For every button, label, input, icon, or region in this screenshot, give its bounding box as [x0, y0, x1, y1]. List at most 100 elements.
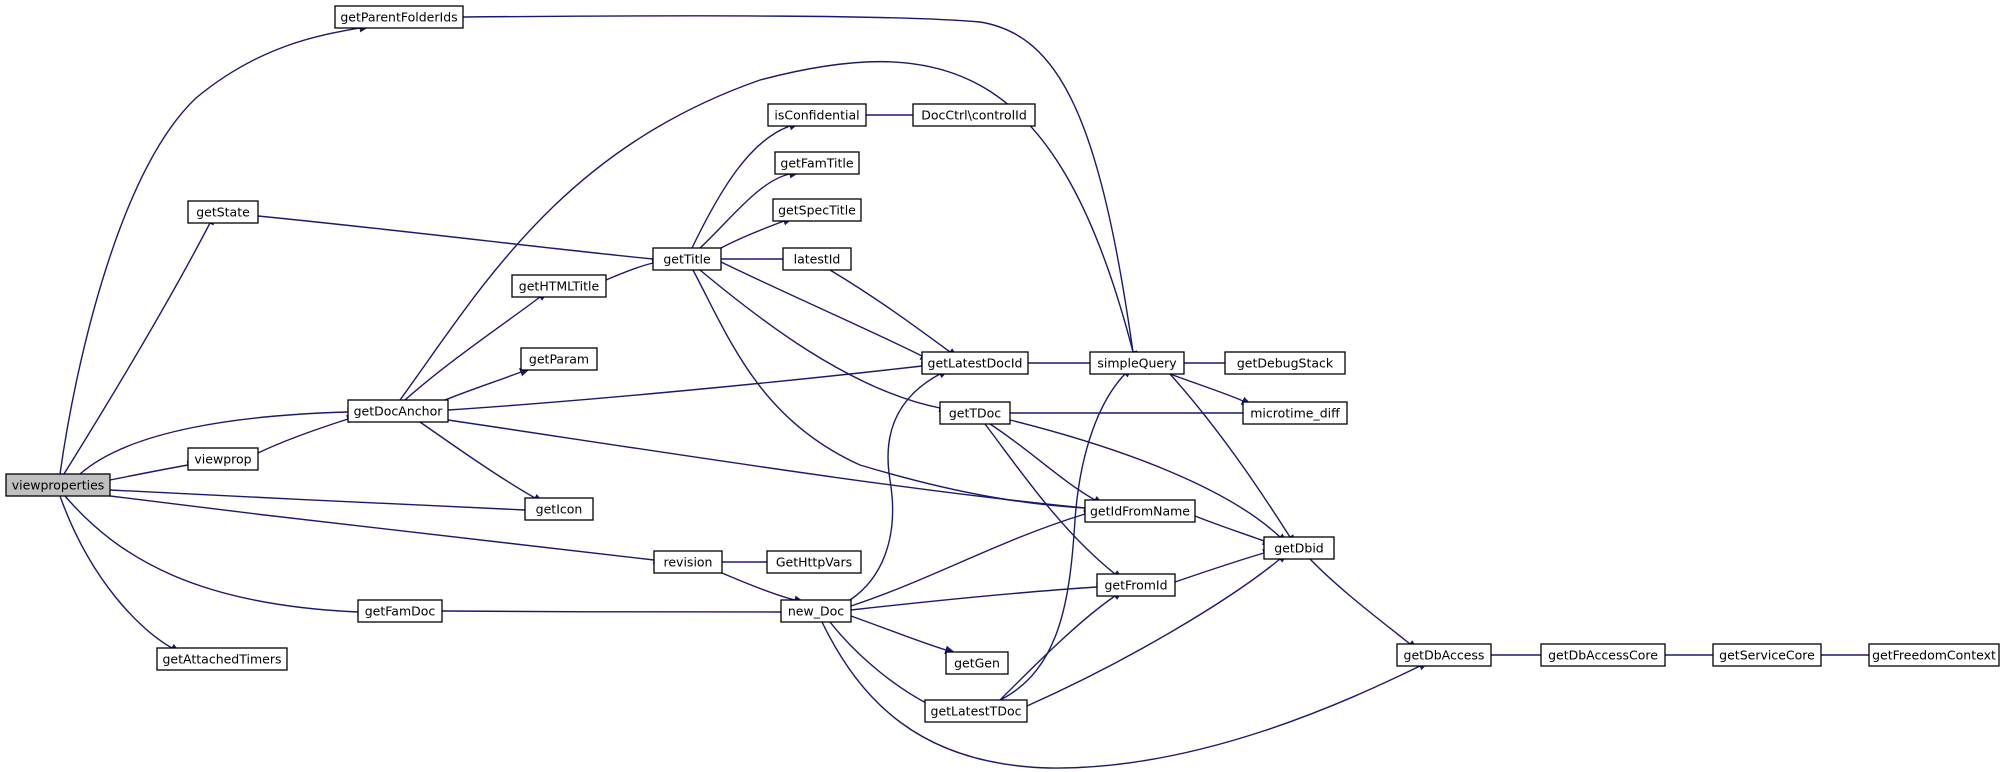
edge-viewproperties-to-geticon	[109, 489, 536, 515]
node-box	[1242, 401, 1348, 425]
node-getgen[interactable]: getGen	[945, 651, 1009, 675]
node-getparam[interactable]: getParam	[520, 347, 598, 371]
node-label: getTDoc	[949, 406, 1001, 421]
edge-line	[605, 262, 654, 281]
node-gethtmltitle[interactable]: getHTMLTitle	[511, 274, 607, 298]
edge-viewproperties-to-getparentfolderids	[59, 23, 371, 475]
edge-line	[850, 615, 947, 651]
node-getstate[interactable]: getState	[187, 200, 259, 224]
node-gettitle[interactable]: getTitle	[652, 247, 722, 271]
node-label: isConfidential	[774, 108, 859, 123]
node-box	[357, 599, 443, 623]
node-label: getDbid	[1274, 541, 1324, 556]
node-box	[520, 347, 598, 371]
node-box	[1096, 573, 1176, 597]
node-getdbid[interactable]: getDbid	[1263, 536, 1335, 560]
node-label: getServiceCore	[1719, 648, 1815, 663]
edge-getdocanchor-to-gethtmltitle	[404, 290, 549, 401]
edge-line	[462, 15, 1134, 353]
node-viewproperties[interactable]: viewproperties	[5, 473, 111, 497]
node-simplequery[interactable]: simpleQuery	[1089, 351, 1185, 375]
node-getservicecore[interactable]: getServiceCore	[1712, 643, 1822, 667]
edge-line	[699, 269, 941, 409]
node-label: DocCtrl\controlId	[921, 108, 1027, 123]
node-getlatesttdoc[interactable]: getLatestTDoc	[924, 699, 1028, 723]
node-box	[1540, 643, 1666, 667]
edge-getstate-to-gettitle	[257, 215, 664, 264]
edge-line	[109, 464, 189, 481]
node-label: microtime_diff	[1250, 406, 1340, 421]
node-box	[924, 699, 1028, 723]
node-gettdoc[interactable]: getTDoc	[939, 401, 1011, 425]
node-getattachedtimers[interactable]: getAttachedTimers	[156, 647, 288, 671]
edge-getlatestdocid-to-simplequery	[1027, 358, 1101, 368]
edge-line	[850, 586, 1098, 611]
node-getfamdoc[interactable]: getFamDoc	[357, 599, 443, 623]
edge-line	[109, 495, 655, 561]
edge-line	[849, 373, 941, 601]
edge-viewproperties-to-getstate	[63, 213, 215, 475]
node-box	[187, 447, 259, 471]
node-box	[912, 103, 1036, 127]
edge-line	[1194, 515, 1265, 542]
edge-line	[999, 373, 1126, 701]
edge-line	[821, 621, 1421, 769]
node-box	[524, 497, 594, 521]
edge-getfamdoc-to-new-doc	[441, 607, 792, 617]
edge-line	[63, 222, 211, 475]
node-revision[interactable]: revision	[653, 550, 723, 574]
node-box	[334, 5, 464, 29]
node-label: getIdFromName	[1090, 504, 1190, 519]
edge-line	[989, 423, 1096, 501]
node-getfromid[interactable]: getFromId	[1096, 573, 1176, 597]
edge-line	[447, 365, 923, 411]
node-latestid[interactable]: latestId	[782, 247, 852, 271]
node-getspectitle[interactable]: getSpecTitle	[772, 198, 862, 222]
edge-line	[720, 261, 923, 357]
node-viewprop[interactable]: viewprop	[187, 447, 259, 471]
node-microtime-diff[interactable]: microtime_diff	[1242, 401, 1348, 425]
node-getlatestdocid[interactable]: getLatestDocId	[921, 351, 1029, 375]
node-getfreedomcontext[interactable]: getFreedomContext	[1868, 643, 2000, 667]
edge-line	[1309, 558, 1411, 645]
node-label: latestId	[794, 252, 841, 267]
node-gethttpvars[interactable]: GetHttpVars	[766, 550, 862, 574]
node-label: simpleQuery	[1097, 356, 1177, 371]
node-getfamtitle[interactable]: getFamTitle	[774, 151, 860, 175]
node-label: viewproperties	[12, 478, 105, 493]
nodes-layer: viewproperties getParentFolderIds getState…	[5, 5, 2000, 723]
node-new-doc[interactable]: new_Doc	[780, 599, 852, 623]
node-getdebugstack[interactable]: getDebugStack	[1224, 351, 1346, 375]
node-isconfidential[interactable]: isConfidential	[767, 103, 867, 127]
node-label: getGen	[954, 656, 1000, 671]
node-box	[766, 550, 862, 574]
edge-line	[1169, 373, 1291, 538]
node-docctrlcontrolid[interactable]: DocCtrl\controlId	[912, 103, 1036, 127]
node-box	[1084, 499, 1196, 523]
edge-line	[59, 27, 361, 475]
edge-getlatesttdoc-to-getfromid	[999, 590, 1124, 701]
edge-line	[699, 173, 791, 249]
node-label: GetHttpVars	[776, 555, 852, 570]
node-box	[774, 151, 860, 175]
node-box	[1263, 536, 1335, 560]
node-getdocanchor[interactable]: getDocAnchor	[347, 399, 449, 423]
edge-line	[404, 296, 541, 401]
edge-line	[692, 269, 1086, 509]
node-box	[1089, 351, 1185, 375]
node-box	[782, 247, 852, 271]
edge-line	[1169, 373, 1244, 402]
edge-getparentfolderids-to-simplequery	[462, 15, 1138, 363]
node-geticon[interactable]: getIcon	[524, 497, 594, 521]
node-getdbaccess[interactable]: getDbAccess	[1396, 643, 1492, 667]
node-getparentfolderids[interactable]: getParentFolderIds	[334, 5, 464, 29]
node-label: getFamDoc	[365, 604, 436, 619]
edge-line	[829, 269, 951, 353]
node-box	[347, 399, 449, 423]
node-box	[1396, 643, 1492, 667]
edge-gettitle-to-getidfromname	[692, 269, 1096, 513]
node-getdbaccesscore[interactable]: getDbAccessCore	[1540, 643, 1666, 667]
edge-gettitle-to-getspectitle	[720, 217, 794, 249]
node-getidfromname[interactable]: getIdFromName	[1084, 499, 1196, 523]
node-label: getFamTitle	[780, 156, 854, 171]
